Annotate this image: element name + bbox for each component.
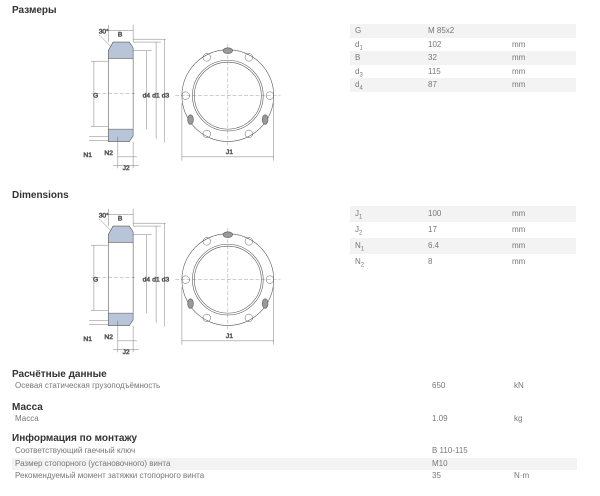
param-value: 100 xyxy=(428,209,442,218)
param-name: d3 xyxy=(355,66,363,79)
svg-text:d4: d4 xyxy=(143,277,151,284)
svg-text:d3: d3 xyxy=(162,277,170,284)
row-unit: kN xyxy=(514,381,524,390)
param-value: 115 xyxy=(428,66,441,76)
row-value: 650 xyxy=(432,381,446,390)
row-value: M10 xyxy=(432,458,448,468)
svg-text:30°: 30° xyxy=(99,27,109,35)
section-title-mounting: Информация по монтажу xyxy=(12,433,138,444)
table-row: G M 85x2 xyxy=(350,24,576,38)
svg-text:J2: J2 xyxy=(123,165,130,172)
table-row: d1 102 mm xyxy=(350,38,576,52)
svg-text:d4: d4 xyxy=(143,93,151,100)
param-name: J2 xyxy=(355,225,363,237)
svg-text:N1: N1 xyxy=(83,336,92,343)
svg-text:d1: d1 xyxy=(152,93,160,100)
svg-text:N1: N1 xyxy=(83,152,92,159)
svg-text:30°: 30° xyxy=(99,211,109,219)
param-name: d1 xyxy=(355,39,363,52)
table-row: d4 87 mm xyxy=(350,78,576,92)
section-title-dimensions: Dimensions xyxy=(12,190,69,201)
table-row: Размер стопорного (установочного) винта M… xyxy=(12,457,577,470)
row-label: Осевая статическая грузоподъёмность xyxy=(15,381,161,390)
section-title-sizes: Размеры xyxy=(12,5,57,16)
table-row: N1 6.4 mm xyxy=(350,238,576,254)
row-value: 1.09 xyxy=(432,414,448,423)
svg-text:G: G xyxy=(93,277,98,284)
svg-text:d1: d1 xyxy=(152,277,160,284)
param-unit: mm xyxy=(512,80,526,89)
param-unit: mm xyxy=(512,225,526,234)
drawing-2: 30° B G d4 d1 d3 N1 N2 J2 J1 xyxy=(70,200,290,365)
row-label: Соответствующий гаечный ключ xyxy=(15,446,136,455)
param-value: 32 xyxy=(428,53,437,62)
param-unit: mm xyxy=(512,39,526,49)
param-name: G xyxy=(355,26,362,35)
row-label: Рекомендуемый момент затяжки стопорного … xyxy=(15,471,205,480)
row-value: B 110-115 xyxy=(432,446,468,455)
param-value: 17 xyxy=(428,225,437,234)
table-row: Масса 1.09 kg xyxy=(12,413,577,426)
param-name: J1 xyxy=(355,209,363,221)
row-label: Размер стопорного (установочного) винта xyxy=(15,458,171,468)
table-row: B 32 mm xyxy=(350,51,576,65)
svg-text:G: G xyxy=(93,93,98,100)
svg-text:J1: J1 xyxy=(226,149,233,156)
param-value: 87 xyxy=(428,80,437,89)
param-value: 8 xyxy=(428,257,433,266)
svg-text:J2: J2 xyxy=(123,349,130,356)
section-title-calc: Расчётные данные xyxy=(12,369,107,380)
svg-text:N2: N2 xyxy=(104,334,113,341)
svg-text:N2: N2 xyxy=(104,150,113,157)
param-value: 102 xyxy=(428,39,442,49)
svg-text:B: B xyxy=(118,215,123,222)
param-name: d4 xyxy=(355,80,363,92)
row-value: 35 xyxy=(432,471,441,480)
param-unit: mm xyxy=(512,241,526,250)
table-row: Рекомендуемый момент затяжки стопорного … xyxy=(12,470,577,483)
row-unit: kg xyxy=(514,414,523,423)
svg-text:B: B xyxy=(118,31,123,38)
table-row: d3 115 mm xyxy=(350,65,576,79)
param-unit: mm xyxy=(512,257,526,266)
mass-table: Масса 1.09 kg xyxy=(12,413,577,426)
param-name: B xyxy=(355,53,361,62)
param-name: N1 xyxy=(355,241,365,253)
param-name: N2 xyxy=(355,257,365,269)
table-row: J1 100 mm xyxy=(350,206,576,222)
param-unit: mm xyxy=(512,209,526,218)
param-unit: mm xyxy=(512,66,526,76)
param-unit: mm xyxy=(512,53,526,62)
calc-table: Осевая статическая грузоподъёмность 650 kN xyxy=(12,380,577,393)
table-row: Осевая статическая грузоподъёмность 650 kN xyxy=(12,380,577,393)
param-value: 6.4 xyxy=(428,241,440,250)
table-row: Соответствующий гаечный ключ B 110-115 xyxy=(12,445,577,458)
row-label: Масса xyxy=(15,414,39,423)
param-value: M 85x2 xyxy=(428,26,455,35)
svg-text:d3: d3 xyxy=(162,93,170,100)
table-row: J2 17 mm xyxy=(350,222,576,238)
row-unit: N·m xyxy=(514,471,530,480)
svg-text:J1: J1 xyxy=(226,333,233,340)
section-title-mass: Масса xyxy=(12,402,43,413)
drawing-1: 30° B G d4 d1 d3 N1 N2 J2 J1 xyxy=(70,16,290,181)
table-row: N2 8 mm xyxy=(350,254,576,270)
